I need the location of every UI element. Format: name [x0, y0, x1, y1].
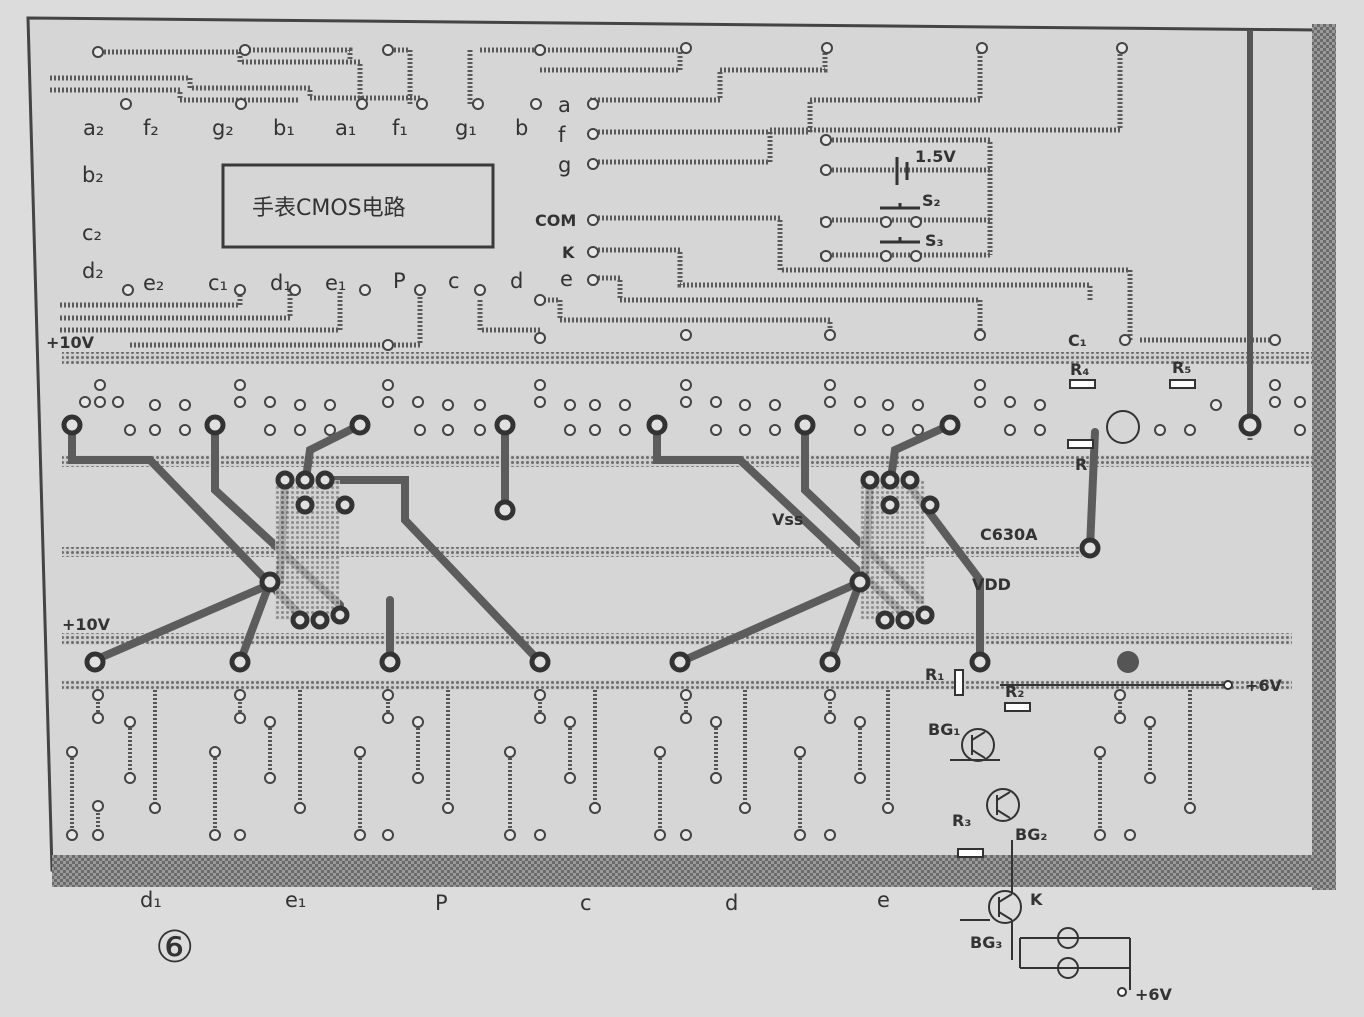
- seg-g1: g₁: [455, 116, 477, 140]
- bg2-label: BG₂: [1015, 825, 1047, 844]
- labels: a₂ f₂ g₂ b₁ a₁ f₁ g₁ b b₂ c₂ d₂ a f g CO…: [46, 93, 1283, 1004]
- mounting-hole: [1117, 651, 1139, 673]
- transistor-bg3: [960, 840, 1022, 960]
- top-traces: [50, 30, 1280, 440]
- resistors: [954, 379, 1196, 858]
- board-frame: [26, 16, 1336, 890]
- seg-p: P: [393, 269, 406, 293]
- bg1-label: BG₁: [928, 720, 960, 739]
- r4-label: R₄: [1070, 360, 1089, 379]
- plus10v-mid-label: +10V: [62, 615, 111, 634]
- top-pads: [92, 42, 1281, 351]
- bottom-label-p: P: [435, 891, 448, 915]
- battery-label: 1.5V: [915, 147, 956, 166]
- middle-pad-clusters: [79, 379, 1306, 436]
- seg-a: a: [558, 93, 571, 117]
- r2-label: R₂: [1005, 682, 1024, 701]
- bottom-label-e1: e₁: [285, 888, 306, 912]
- transistor-bg2: [986, 788, 1020, 822]
- r1-label: R₁: [925, 665, 944, 684]
- seg-d: d: [510, 269, 523, 293]
- seg-d2: d₂: [82, 259, 104, 283]
- switch-s2[interactable]: [880, 203, 920, 210]
- transistor-bg4: [1106, 410, 1140, 444]
- seg-e: e: [560, 267, 573, 291]
- seg-b1: b₁: [273, 116, 295, 140]
- plus6v-rail: [1000, 680, 1233, 690]
- seg-b: b: [515, 116, 528, 140]
- k-label: K: [1030, 890, 1043, 909]
- seg-a1: a₁: [335, 116, 356, 140]
- lower-pads: [66, 689, 1196, 841]
- r-label: R: [1075, 455, 1087, 474]
- bus-strips: [62, 352, 1312, 690]
- bottom-label-e: e: [877, 888, 890, 912]
- seg-c: c: [448, 269, 460, 293]
- ic-label: C630A: [980, 525, 1038, 544]
- seg-g2: g₂: [212, 116, 234, 140]
- figure-number: ⑥: [155, 922, 194, 973]
- bottom-label-c: c: [580, 891, 592, 915]
- r5-label: R₅: [1172, 358, 1191, 377]
- battery-symbol: [895, 157, 909, 185]
- lamp-array: [1019, 927, 1131, 997]
- bottom-label-d1: d₁: [140, 888, 162, 912]
- seg-com: COM: [535, 211, 576, 230]
- transistor-bg1: [950, 728, 1000, 762]
- s3-label: S₃: [925, 231, 944, 250]
- seg-a2: a₂: [83, 116, 104, 140]
- chip-box: [221, 163, 495, 249]
- c1-label: C₁: [1068, 331, 1087, 350]
- plus6v-right-label: +6V: [1245, 676, 1283, 695]
- seg-k: K: [562, 243, 575, 262]
- seg-f2: f₂: [143, 116, 159, 140]
- s2-label: S₂: [922, 191, 941, 210]
- seg-c2: c₂: [82, 221, 102, 245]
- ic-wiring: [68, 421, 1099, 666]
- seg-b2: b₂: [82, 163, 104, 187]
- seg-g: g: [558, 153, 571, 177]
- bg3-label: BG₃: [970, 933, 1002, 952]
- seg-e1: e₁: [325, 271, 346, 295]
- seg-f1: f₁: [392, 116, 408, 140]
- chip-label: 手表CMOS电路: [252, 196, 406, 221]
- switch-s3[interactable]: [880, 237, 920, 244]
- seg-c1: c₁: [208, 271, 228, 295]
- seg-f: f: [558, 123, 566, 147]
- vss-label: Vss: [772, 510, 803, 529]
- r3-label: R₃: [952, 811, 971, 830]
- vdd-label: VDD: [972, 575, 1011, 594]
- seg-e2: e₂: [143, 271, 164, 295]
- lower-pad-columns: [70, 690, 1192, 835]
- solder-pads: [61, 413, 1262, 673]
- plus10v-top-label: +10V: [46, 333, 95, 352]
- plus6v-bottom-label: +6V: [1135, 985, 1173, 1004]
- seg-d1: d₁: [270, 271, 292, 295]
- bottom-label-d: d: [725, 891, 738, 915]
